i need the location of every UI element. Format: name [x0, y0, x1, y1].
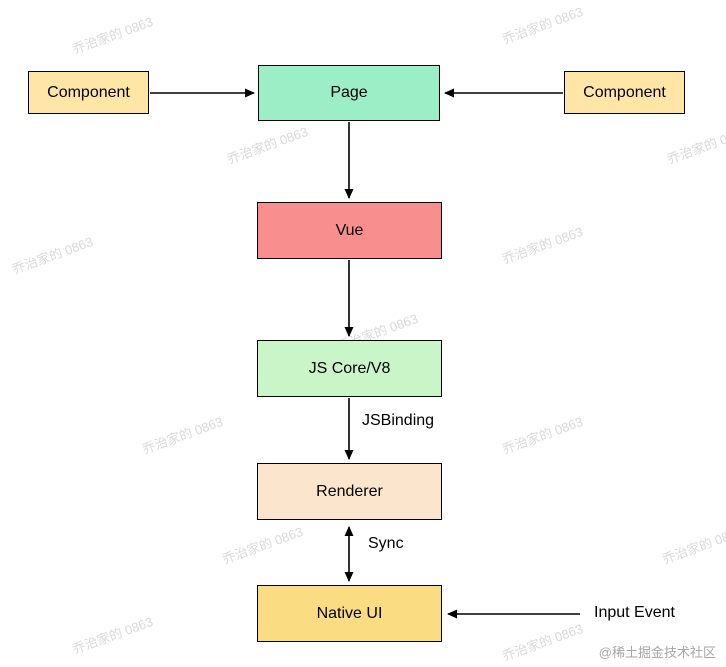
watermark-text: 乔治家的 0863 [500, 223, 585, 267]
node-label: Native UI [316, 604, 383, 622]
edge-label-jsbinding: JSBinding [362, 412, 435, 429]
watermark-text: 乔治家的 0863 [500, 3, 585, 47]
node-renderer: Renderer [257, 463, 442, 520]
watermark-credit: @稀土掘金技术社区 [598, 645, 716, 660]
node-label: Page [330, 84, 368, 101]
node-component-right: Component [564, 71, 685, 114]
node-page: Page [258, 65, 440, 121]
watermark-text: 乔治家的 0863 [140, 413, 225, 457]
watermark-text: 乔治家的 0863 [660, 523, 726, 567]
watermark-text: 乔治家的 0863 [225, 123, 310, 167]
watermark-text: 乔治家的 0863 [220, 523, 305, 567]
watermark-text: 乔治家的 0863 [10, 233, 95, 277]
node-label: JS Core/V8 [308, 359, 391, 377]
node-native-ui: Native UI [257, 585, 442, 642]
edge-label-input-event: Input Event [594, 604, 675, 621]
watermark-text: 乔治家的 0863 [500, 413, 585, 457]
node-label: Renderer [316, 482, 383, 500]
watermark-text: 乔治家的 0863 [665, 123, 726, 167]
edge-label-sync: Sync [368, 535, 404, 552]
node-label: Vue [335, 221, 364, 239]
node-label: Component [47, 83, 130, 101]
watermark-text: 乔治家的 0863 [70, 613, 155, 657]
watermark-text: 乔治家的 0863 [70, 13, 155, 57]
node-vue: Vue [257, 202, 442, 259]
node-jscore: JS Core/V8 [257, 340, 442, 397]
watermark-text: 乔治家的 0863 [500, 620, 585, 664]
node-component-left: Component [28, 71, 149, 114]
node-label: Component [583, 83, 666, 101]
